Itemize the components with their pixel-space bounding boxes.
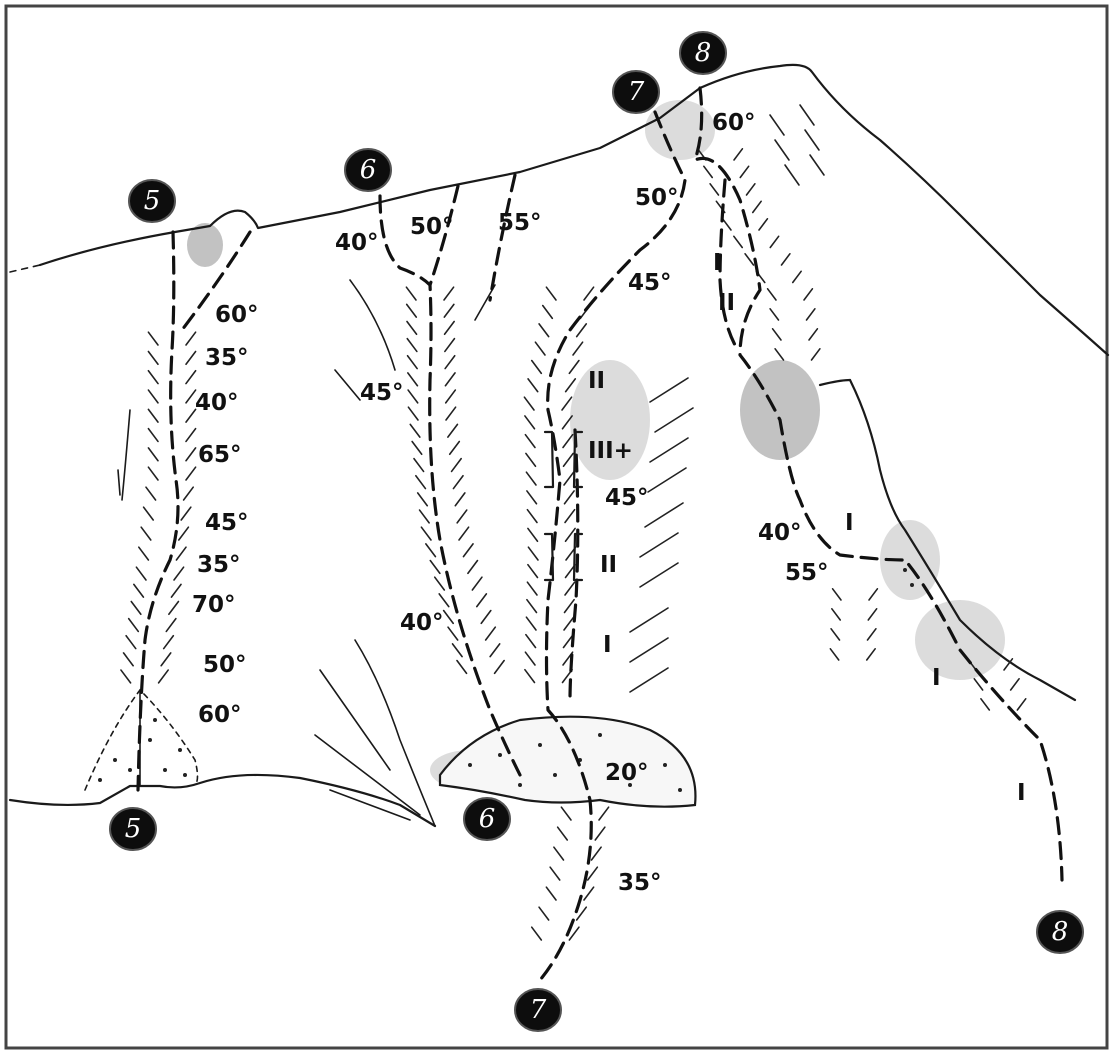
route-8-grade-1: 60°: [712, 110, 756, 136]
route-5-grade-2: 35°: [205, 345, 249, 371]
route-8-grade-8: I: [1017, 780, 1026, 806]
route-5-grade-1: 60°: [215, 302, 259, 328]
svg-text:5: 5: [125, 814, 142, 844]
route-7-marker-bottom[interactable]: 7: [515, 989, 561, 1031]
route-5-grade-7: 70°: [192, 592, 236, 618]
route-8-marker-bottom[interactable]: 8: [1037, 911, 1083, 953]
route-7-grade-4: III+: [588, 438, 633, 464]
route-5-grade-5: 45°: [205, 510, 249, 536]
route-6-grade-6: 20°: [605, 760, 649, 786]
route-5-grade-9: 60°: [198, 702, 242, 728]
route-7-grade-3: II: [588, 368, 605, 394]
route-6-marker-top[interactable]: 6: [345, 149, 391, 191]
route-7-marker-top[interactable]: 7: [613, 71, 659, 113]
route-5-grade-8: 50°: [203, 652, 247, 678]
route-7-grade-8: 35°: [618, 870, 662, 896]
route-8-grade-2: I: [713, 250, 722, 276]
route-7-grade-7: I: [603, 632, 612, 658]
route-8-grade-3: II: [718, 290, 735, 316]
svg-text:6: 6: [360, 155, 377, 185]
svg-text:8: 8: [695, 38, 712, 68]
route-5-marker-bottom[interactable]: 5: [110, 808, 156, 850]
route-7-grade-6: II: [600, 552, 617, 578]
route-8-grade-6: 55°: [785, 560, 829, 586]
route-7-grade-2: 45°: [628, 270, 672, 296]
route-5-grade-3: 40°: [195, 390, 239, 416]
route-5-grade-6: 35°: [197, 552, 241, 578]
route-6-grade-3: 55°: [498, 210, 542, 236]
route-8-marker-top[interactable]: 8: [680, 32, 726, 74]
route-7-grade-1: 50°: [635, 185, 679, 211]
route-5-grade-4: 65°: [198, 442, 242, 468]
route-8-grade-5: I: [845, 510, 854, 536]
route-6-grade-2: 50°: [410, 214, 454, 240]
diagram-frame: [6, 6, 1107, 1048]
route-6-grade-4: 45°: [360, 380, 404, 406]
route-5-marker-top[interactable]: 5: [129, 180, 175, 222]
route-8-grade-4: 40°: [758, 520, 802, 546]
svg-text:6: 6: [479, 804, 496, 834]
svg-text:7: 7: [628, 77, 645, 107]
route-7-grade-5: 45°: [605, 485, 649, 511]
route-6-grade-1: 40°: [335, 230, 379, 256]
route-6-grade-5: 40°: [400, 610, 444, 636]
route-6-marker-bottom[interactable]: 6: [464, 798, 510, 840]
route-8-grade-7: I: [932, 665, 941, 691]
svg-text:5: 5: [144, 186, 161, 216]
svg-text:7: 7: [530, 995, 547, 1025]
svg-text:8: 8: [1052, 917, 1069, 947]
